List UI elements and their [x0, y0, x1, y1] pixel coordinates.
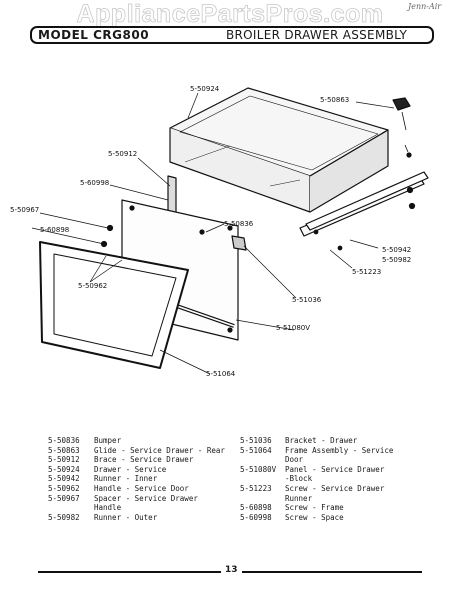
list-item: -Block	[240, 474, 450, 484]
part-number: 5-50967	[48, 493, 80, 503]
list-item: 5-51036 Bracket - Drawer	[240, 436, 450, 446]
part-number: 5-51223	[240, 483, 272, 493]
list-item: 5-50982 Runner - Outer	[48, 513, 238, 523]
callout-screw-frame: 5-60898	[40, 226, 69, 234]
list-item: 5-50863 Glide - Service Drawer - Rear	[48, 446, 238, 456]
header-frame	[30, 26, 434, 44]
callout-panel: 5-51080V	[276, 324, 310, 332]
callout-drawer: 5-50924	[190, 85, 220, 93]
part-number: 5-51080V	[240, 464, 277, 474]
callout-glide: 5-50863	[320, 96, 349, 104]
part-description: Screw - Space	[285, 512, 344, 522]
part-number: 5-50962	[48, 483, 80, 493]
part-description: Runner	[285, 493, 313, 503]
part-description: Panel - Service Drawer	[285, 464, 385, 474]
model-number: MODEL CRG800	[38, 28, 150, 42]
callout-frame: 5-51064	[206, 370, 236, 378]
part-description: Bumper	[94, 436, 122, 445]
part-description: -Block	[285, 474, 313, 484]
part-number: 5-50836	[48, 436, 80, 445]
part-description: Runner - Inner	[94, 474, 158, 484]
list-item: 5-60898 Screw - Frame	[240, 503, 450, 513]
part-description: Glide - Service Drawer - Rear	[94, 445, 225, 455]
list-item: 5-51080V Panel - Service Drawer	[240, 465, 450, 475]
part-number: 5-50982	[48, 512, 80, 522]
door-frame	[39, 241, 189, 369]
part-number: 5-50863	[48, 445, 80, 455]
part-number: 5-50942	[48, 474, 80, 484]
part-description: Frame Assembly - Service	[285, 445, 394, 455]
list-item: 5-60998 Screw - Space	[240, 513, 450, 523]
watermark: AppliancePartsPros.com	[76, 0, 384, 28]
callout-screw-space: 5-60998	[80, 179, 109, 187]
part-number: 5-51064	[240, 445, 272, 455]
part-number: 5-60898	[240, 503, 272, 513]
drawer-box	[169, 87, 389, 213]
part-number: 5-50924	[48, 464, 80, 474]
callout-runner-outer: 5-50982	[382, 256, 411, 264]
callout-handle: 5-50962	[78, 282, 107, 290]
part-description: Handle - Service Door	[94, 483, 189, 493]
list-item: Door	[240, 455, 450, 465]
list-item: 5-50836 Bumper	[48, 436, 238, 446]
rear-glide	[392, 97, 412, 158]
part-number: 5-60998	[240, 512, 272, 522]
list-item: 5-50962 Handle - Service Door	[48, 484, 238, 494]
part-description: Screw - Service Drawer	[285, 483, 385, 493]
callout-spacer: 5-50967	[10, 206, 39, 214]
part-number: 5-51036	[240, 436, 272, 445]
part-description: Handle	[94, 503, 122, 513]
drawer-runners	[299, 171, 429, 251]
page-number: 13	[221, 565, 242, 575]
list-item: Handle	[48, 503, 238, 513]
callout-brace: 5-50912	[108, 150, 137, 158]
list-item: Runner	[240, 494, 450, 504]
part-description: Drawer - Service	[94, 464, 167, 474]
parts-list-left: 5-50836 Bumper 5-50863 Glide - Service Dra…	[48, 436, 238, 522]
part-number: 5-50912	[48, 455, 80, 465]
part-description: Screw - Frame	[285, 503, 344, 513]
list-item: 5-50967 Spacer - Service Drawer	[48, 494, 238, 504]
callout-bracket: 5-51036	[292, 296, 322, 304]
list-item: 5-50924 Drawer - Service	[48, 465, 238, 475]
list-item: 5-50942 Runner - Inner	[48, 474, 238, 484]
part-description: Brace - Service Drawer	[94, 455, 194, 465]
parts-list-right: 5-51036 Bracket - Drawer 5-51064 Frame Ass…	[240, 436, 450, 522]
callout-screw-runner: 5-51223	[352, 268, 381, 276]
list-item: 5-51223 Screw - Service Drawer	[240, 484, 450, 494]
page-title: BROILER DRAWER ASSEMBLY	[226, 28, 408, 42]
part-description: Door	[285, 455, 304, 465]
drawer-bracket	[231, 235, 247, 251]
callout-bumper: 5-50836	[224, 220, 254, 228]
part-description: Runner - Outer	[94, 512, 158, 522]
corner-handwritten-note: Jenn-Air	[408, 2, 442, 11]
part-description: Bracket - Drawer	[285, 436, 358, 445]
list-item: 5-50912 Brace - Service Drawer	[48, 455, 238, 465]
exploded-diagram: 5-50924 5-50863 5-50912 5-60998 5-50967 …	[10, 85, 429, 378]
callout-runner-inner: 5-50942	[382, 246, 411, 254]
list-item: 5-51064 Frame Assembly - Service	[240, 446, 450, 456]
part-description: Spacer - Service Drawer	[94, 493, 198, 503]
